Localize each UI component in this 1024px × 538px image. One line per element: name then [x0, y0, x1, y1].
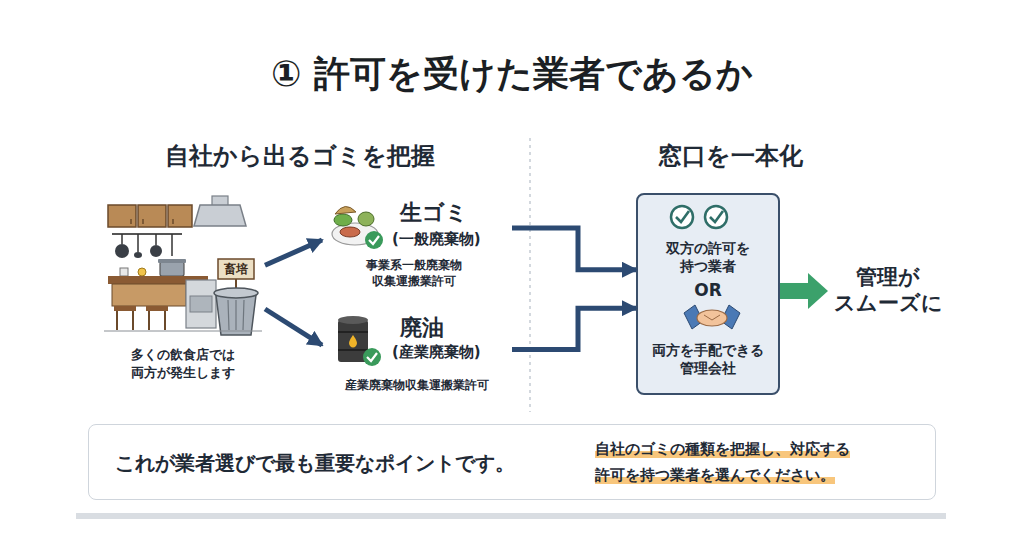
path-shape: [710, 211, 723, 222]
rect-shape: [146, 306, 168, 311]
polygon-shape: [684, 305, 703, 329]
highlight-wrap: 自社のゴミの種類を把握し、対応する 許可を持つ業者を選んでください。: [595, 436, 905, 488]
waste-type-box: 生ゴミ(一般廃棄物) 事業系一般廃棄物 収集運搬業許可: [322, 195, 512, 295]
contact-box: 双方の許可を 持つ業者 OR 両方を手配できる 管理会社: [636, 193, 780, 395]
path-shape: [335, 206, 356, 214]
line-shape: [172, 219, 174, 224]
kitchen-node: 多くの飲食店では 両方が発生します: [100, 195, 265, 385]
kitchen-illustration: [104, 196, 262, 335]
path-shape: [367, 353, 377, 361]
line-shape: [338, 331, 368, 333]
line-shape: [130, 219, 132, 224]
circle-shape: [705, 206, 727, 228]
food-icon: [332, 206, 383, 249]
line-shape: [116, 311, 118, 330]
ellipse-shape: [338, 316, 368, 324]
connector-line: [512, 308, 636, 349]
line-shape: [235, 300, 236, 330]
circle-shape: [671, 206, 693, 228]
waste-name: 廃油: [400, 314, 444, 342]
result-text: 管理が スムーズに: [828, 264, 948, 316]
arrow-head: [808, 273, 828, 309]
ellipse-shape: [358, 212, 374, 226]
rect-shape: [160, 262, 184, 276]
flow-arrow: [512, 228, 636, 270]
point-box: これが業者選びで最も重要なポイントです。 自社のゴミの種類を把握し、対応する 許可…: [88, 424, 936, 500]
polygon-shape: [721, 305, 740, 329]
or-text: OR: [638, 279, 778, 301]
ellipse-shape: [134, 252, 142, 258]
diagram-title: ① 許可を受けた業者であるか: [0, 52, 1024, 96]
rect-shape: [112, 284, 186, 306]
line-shape: [164, 311, 166, 330]
result-node: 管理が スムーズに: [828, 262, 948, 318]
caption-text: 多くの飲食店では 両方が発生します: [100, 346, 265, 382]
rect-shape: [218, 259, 254, 279]
line-shape: [148, 311, 150, 330]
path-shape: [676, 211, 689, 222]
path-shape: [216, 295, 256, 335]
advice-text: 自社のゴミの種類を把握し、対応する 許可を持つ業者を選んでください。: [595, 440, 850, 484]
connector-line: [512, 228, 636, 270]
circle-shape: [365, 231, 383, 249]
barrel-icon: [338, 316, 381, 366]
rect-shape: [190, 296, 212, 312]
rect-shape: [138, 205, 166, 227]
option-text: 両方を手配できる 管理会社: [646, 341, 770, 377]
line-shape: [121, 234, 123, 244]
line-shape: [228, 300, 229, 330]
section-heading: 自社から出るゴミを把握: [140, 141, 460, 171]
waste-class: (産業廃棄物): [392, 342, 481, 362]
line-shape: [142, 219, 144, 224]
waste-type-box: 廃油(産業廃棄物) 産業廃棄物収集運搬業許可: [322, 310, 512, 400]
line-shape: [132, 311, 134, 330]
point-text: これが業者選びで最も重要なポイントです。: [115, 450, 515, 476]
permit-text: 事業系一般廃棄物 収集運搬業許可: [362, 257, 466, 289]
ellipse-shape: [334, 214, 352, 226]
line-shape: [338, 349, 368, 351]
divider-line: [529, 138, 531, 412]
section-heading: 窓口を一本化: [640, 141, 820, 171]
ellipse-shape: [340, 227, 360, 237]
ellipse-shape: [214, 288, 258, 298]
check-icons: [671, 206, 727, 228]
circle-shape: [150, 245, 162, 257]
permit-text: 産業廃棄物収集運搬業許可: [322, 377, 512, 393]
handshake-icon: [684, 305, 740, 329]
path-shape: [349, 335, 357, 348]
connector-line: [265, 309, 322, 345]
waste-class: (一般廃棄物): [392, 229, 481, 249]
flow-arrow: [512, 308, 636, 349]
flow-arrow: [265, 240, 322, 265]
rect-shape: [114, 306, 136, 311]
block-arrow: [780, 273, 828, 309]
sign-text: 畜培: [218, 262, 254, 277]
line-shape: [104, 331, 262, 332]
line-shape: [155, 234, 157, 245]
line-shape: [243, 300, 244, 330]
arrow-shaft: [780, 283, 808, 299]
circle-shape: [138, 268, 146, 276]
rect-shape: [108, 205, 136, 227]
bottom-bar: [76, 513, 946, 519]
polygon-shape: [194, 205, 246, 226]
waste-name: 生ゴミ: [400, 199, 468, 227]
ellipse-shape: [697, 310, 727, 326]
circle-shape: [115, 244, 129, 258]
path-shape: [369, 236, 379, 244]
flow-arrow: [265, 309, 322, 345]
circle-shape: [363, 348, 381, 366]
connector-line: [265, 240, 322, 265]
line-shape: [171, 234, 173, 256]
path-shape: [704, 315, 720, 320]
rect-shape: [158, 259, 186, 263]
rect-shape: [120, 268, 128, 276]
line-shape: [137, 234, 139, 252]
rect-shape: [168, 205, 192, 227]
rect-shape: [186, 280, 216, 328]
option-text: 双方の許可を 持つ業者: [660, 239, 756, 275]
